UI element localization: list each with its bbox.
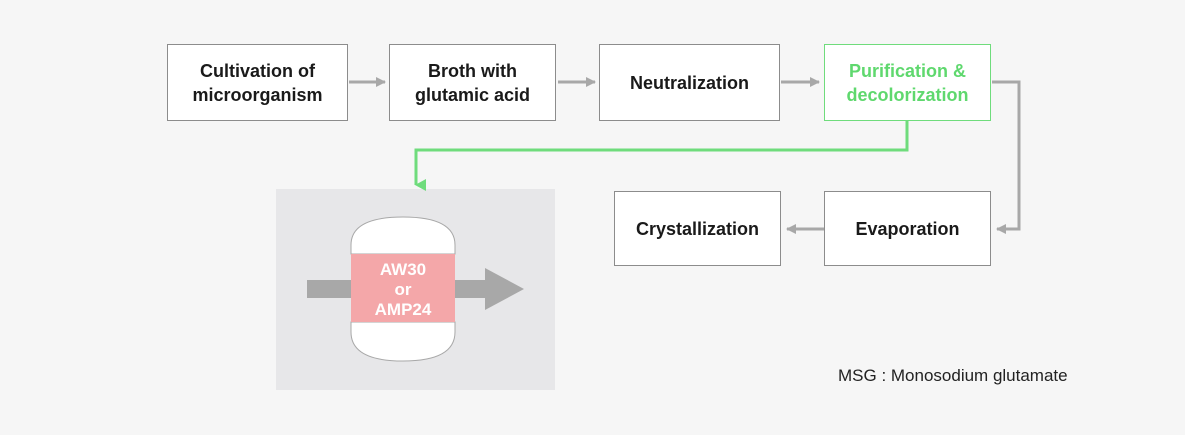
resin-bed [351, 254, 455, 322]
abbreviation-note: MSG : Monosodium glutamate [838, 366, 1068, 385]
ion-exchange-column [350, 216, 456, 362]
step-broth-label: Broth with glutamic acid [414, 60, 531, 105]
step-purification-label: Purification & decolorization [846, 60, 969, 105]
step-neutralization: Neutralization [599, 44, 780, 121]
step-crystallization-label: Crystallization [635, 218, 760, 239]
flow-arrow-out [455, 268, 524, 310]
flow-arrow-in [307, 280, 351, 298]
step-evaporation: Evaporation [824, 191, 991, 266]
step-cultivation-label: Cultivation of microorganism [192, 60, 323, 105]
step-neutralization-label: Neutralization [629, 72, 749, 93]
arrow-purification-to-evaporation [992, 80, 1021, 234]
resin-label-line1: AW30 [380, 260, 426, 279]
step-broth: Broth with glutamic acid [389, 44, 556, 121]
step-crystallization: Crystallization [614, 191, 781, 266]
arrow-purification-to-column [414, 121, 909, 191]
step-purification: Purification & decolorization [824, 44, 991, 121]
step-evaporation-label: Evaporation [855, 218, 960, 239]
resin-label-line2: or [395, 280, 412, 299]
step-cultivation: Cultivation of microorganism [167, 44, 348, 121]
resin-label-line3: AMP24 [375, 300, 432, 319]
